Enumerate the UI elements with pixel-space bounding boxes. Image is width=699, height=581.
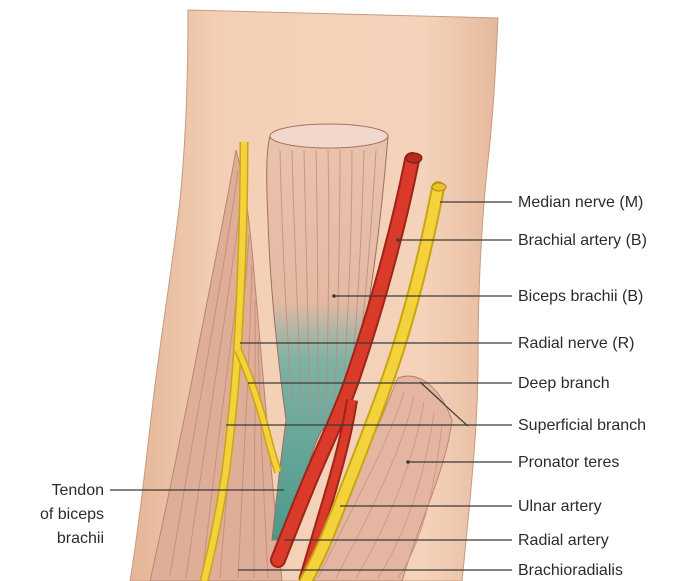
label-brachioradialis: Brachioradialis [518,562,623,579]
label-tendon-line2: of biceps [40,506,104,523]
label-tendon-line1: Tendon [52,482,105,499]
label-radial-artery: Radial artery [518,532,609,549]
label-ulnar-artery: Ulnar artery [518,498,602,515]
label-radial-nerve: Radial nerve (R) [518,335,634,352]
label-superficial-branch: Superficial branch [518,417,646,434]
label-deep-branch: Deep branch [518,375,610,392]
label-biceps-brachii: Biceps brachii (B) [518,288,643,305]
label-brachial-artery: Brachial artery (B) [518,232,647,249]
label-pronator-teres: Pronator teres [518,454,619,471]
label-median-nerve: Median nerve (M) [518,194,643,211]
label-tendon-line3: brachii [57,530,104,547]
biceps-cut-surface [270,124,388,148]
